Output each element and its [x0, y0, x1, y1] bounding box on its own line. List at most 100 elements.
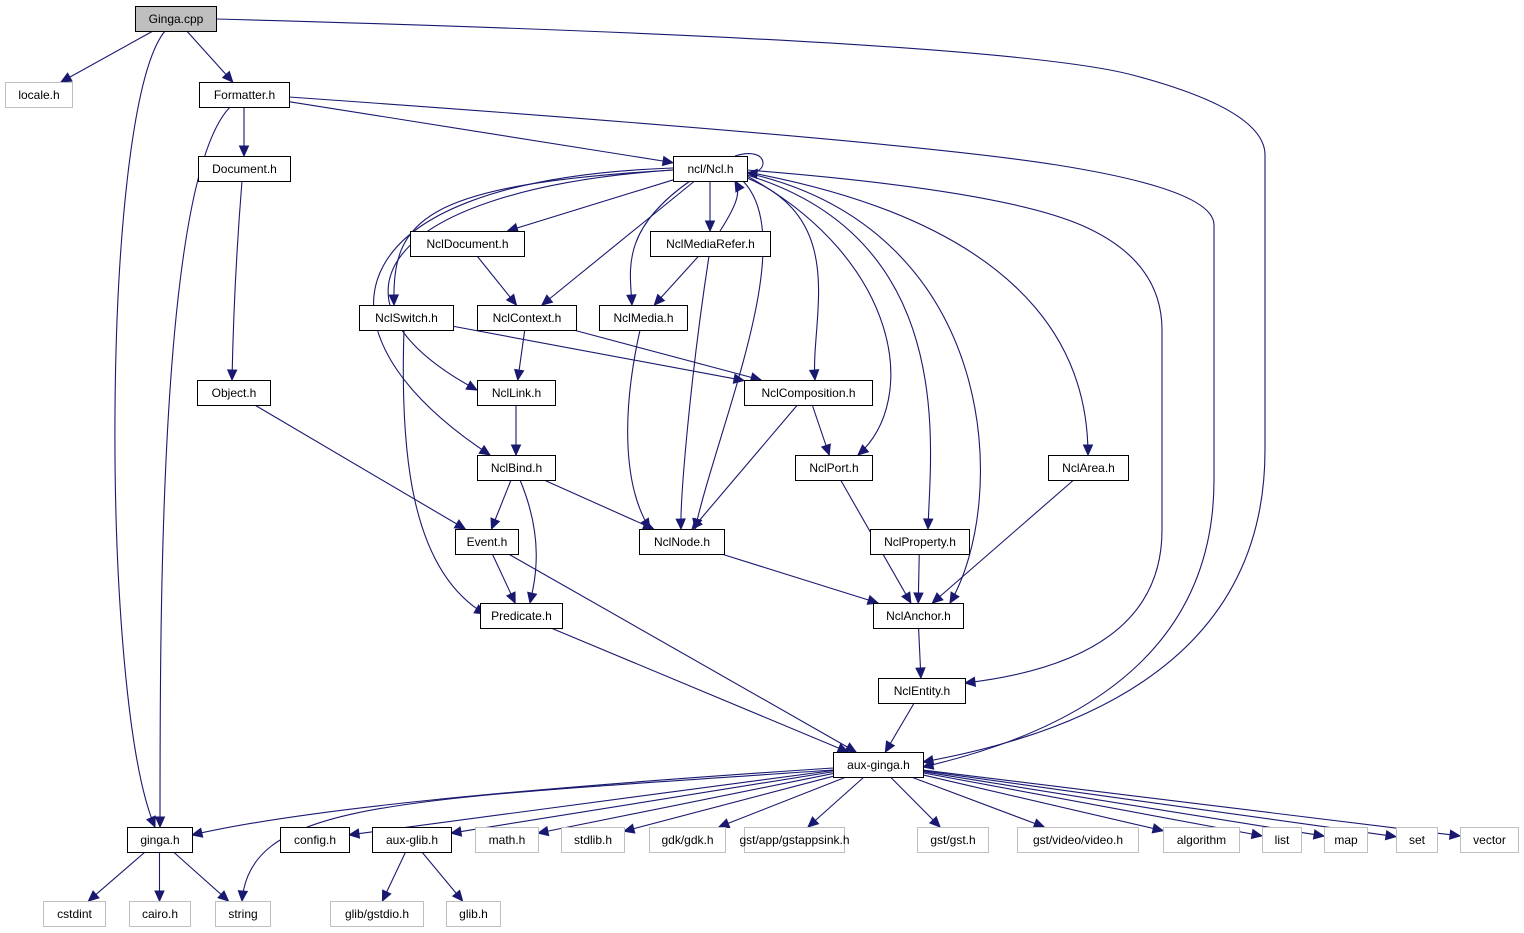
edge-nclswitch_h-to-predicate_h	[402, 329, 486, 615]
arrowhead-ginga_h-to-cstdint	[87, 890, 100, 902]
arrowhead-auxginga_h-to-vector	[1448, 829, 1462, 840]
node-nclarea-h[interactable]: NclArea.h	[1048, 455, 1129, 481]
node-label: aux-glib.h	[386, 833, 438, 847]
arrowhead-auxginga_h-to-algorithm	[1151, 823, 1165, 834]
node-object-h[interactable]: Object.h	[197, 380, 271, 406]
edge-auxginga_h-to-gst_h	[890, 776, 941, 828]
node-nclmediarefer-h[interactable]: NclMediaRefer.h	[650, 231, 771, 257]
node-nclbind-h[interactable]: NclBind.h	[477, 455, 556, 481]
edge-nclcontext_h-to-nclcomposition_h	[573, 329, 762, 381]
node-label: Document.h	[212, 162, 277, 176]
node-gstappsink-h: gst/app/gstappsink.h	[739, 827, 850, 853]
node-box	[199, 82, 290, 108]
edge-ginga_cpp-to-auxginga_h	[215, 18, 1266, 763]
node-cstdint: cstdint	[43, 901, 106, 927]
node-label: NclMediaRefer.h	[666, 237, 755, 251]
arrowhead-ncl_h-to-nclmedia_h	[626, 294, 637, 307]
node-label: ginga.h	[140, 833, 179, 847]
node-nclanchor-h[interactable]: NclAnchor.h	[873, 603, 964, 629]
node-box	[873, 603, 964, 629]
arrowhead-ncl_h-to-nclanchor_h	[949, 591, 960, 605]
node-ncldocument-h[interactable]: NclDocument.h	[410, 231, 525, 257]
node-label: list	[1275, 833, 1290, 847]
node-document-h[interactable]: Document.h	[198, 156, 291, 182]
arrowhead-auxginga_h-to-stdlib_h	[622, 823, 636, 834]
node-nclcontext-h[interactable]: NclContext.h	[477, 305, 577, 331]
edge-ncl_h-to-ncldocument_h	[507, 179, 674, 232]
node-box	[561, 827, 625, 853]
node-ncl-h[interactable]: ncl/Ncl.h	[673, 156, 748, 182]
node-nclentity-h[interactable]: NclEntity.h	[878, 678, 966, 704]
edge-auxginga_h-to-algorithm	[922, 774, 1164, 832]
node-formatter-h[interactable]: Formatter.h	[199, 82, 290, 108]
node-label: string	[228, 907, 257, 921]
edge-auxginga_h-to-stdlib_h	[623, 775, 834, 832]
node-label: Object.h	[212, 386, 257, 400]
node-nclswitch-h[interactable]: NclSwitch.h	[359, 305, 454, 331]
node-ncllink-h[interactable]: NclLink.h	[477, 380, 556, 406]
edge-auxglib_h-to-glib_h	[421, 851, 464, 902]
edge-ginga_h-to-cstdint	[88, 851, 146, 902]
node-label: locale.h	[18, 88, 59, 102]
node-label: NclProperty.h	[884, 535, 956, 549]
node-nclcomposition-h[interactable]: NclComposition.h	[744, 380, 873, 406]
node-box	[127, 827, 193, 853]
arrowhead-auxglib_h-to-glib_h	[451, 889, 464, 902]
node-auxginga-h[interactable]: aux-ginga.h	[833, 752, 924, 778]
edge-ncl_h-to-ncllink_h	[387, 169, 674, 391]
node-box	[1460, 827, 1519, 853]
node-nclnode-h[interactable]: NclNode.h	[639, 529, 725, 555]
edge-ncl_h-to-nclnode_h	[694, 180, 764, 530]
node-label: Event.h	[467, 535, 508, 549]
node-label: Formatter.h	[214, 88, 275, 102]
node-label: NclDocument.h	[426, 237, 508, 251]
node-locale-h: locale.h	[5, 82, 73, 108]
edge-ncl_h-to-nclentity_h	[746, 169, 1163, 684]
node-vector: vector	[1460, 827, 1519, 853]
node-ginga-h[interactable]: ginga.h	[127, 827, 193, 853]
node-math-h: math.h	[475, 827, 539, 853]
arrowhead-ncl_h-to-nclport_h	[857, 444, 870, 456]
edge-auxginga_h-to-config_h	[348, 769, 834, 836]
node-nclmedia-h[interactable]: NclMedia.h	[599, 305, 688, 331]
arrowhead-nclmediarefer_h-to-nclnode_h	[675, 518, 686, 531]
node-box	[455, 529, 519, 555]
node-box	[5, 82, 73, 108]
node-box	[475, 827, 539, 853]
node-label: NclLink.h	[492, 386, 541, 400]
node-box	[870, 529, 970, 555]
node-box	[215, 901, 271, 927]
edge-ncl_h-to-nclport_h	[746, 175, 892, 456]
arrowhead-nclcomposition_h-to-nclport_h	[820, 443, 831, 457]
arrowhead-auxginga_h-to-config_h	[347, 828, 361, 839]
node-box	[917, 827, 989, 853]
edge-nclmediarefer_h-to-ncl_h	[719, 180, 739, 232]
node-label: cairo.h	[142, 907, 178, 921]
edge-nclmedia_h-to-nclnode_h	[627, 329, 651, 530]
node-label: gdk/gdk.h	[661, 833, 713, 847]
node-ginga-cpp[interactable]: Ginga.cpp	[135, 6, 217, 32]
arrowhead-document_h-to-object_h	[226, 369, 238, 382]
edge-auxginga_h-to-map	[922, 771, 1325, 837]
edge-ncl_h-to-nclcomposition_h	[746, 177, 820, 381]
node-label: gst/gst.h	[930, 833, 975, 847]
node-nclport-h[interactable]: NclPort.h	[795, 455, 873, 481]
node-auxglib-h[interactable]: aux-glib.h	[372, 827, 452, 853]
node-predicate-h[interactable]: Predicate.h	[480, 603, 563, 629]
arrowhead-ginga_h-to-string	[217, 890, 230, 902]
edge-nclmediarefer_h-to-nclnode_h	[680, 255, 710, 530]
node-box	[410, 231, 525, 257]
node-event-h[interactable]: Event.h	[455, 529, 519, 555]
arrowhead-ginga_h-to-cairo_h	[154, 890, 165, 903]
node-config-h[interactable]: config.h	[280, 827, 350, 853]
node-label: NclComposition.h	[761, 386, 855, 400]
edge-auxginga_h-to-set	[922, 770, 1397, 838]
node-box	[446, 901, 501, 927]
edge-nclarea_h-to-nclanchor_h	[931, 479, 1075, 604]
node-label: glib.h	[459, 907, 488, 921]
node-box	[795, 455, 873, 481]
node-box	[1396, 827, 1438, 853]
node-label: cstdint	[57, 907, 92, 921]
node-nclproperty-h[interactable]: NclProperty.h	[870, 529, 970, 555]
